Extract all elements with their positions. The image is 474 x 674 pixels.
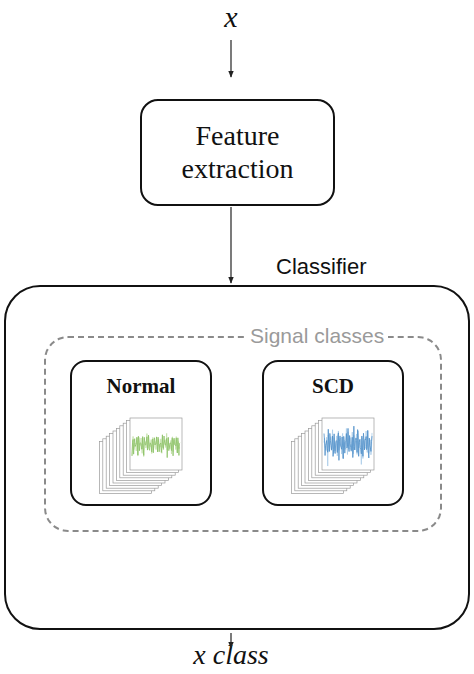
class-box: SCD	[262, 360, 404, 506]
signal-trace	[324, 426, 372, 460]
signal-frame	[99, 441, 151, 493]
signal-frame	[315, 423, 367, 475]
class-box: Normal	[70, 360, 212, 506]
signal-frame	[312, 426, 364, 478]
signal-frame	[120, 426, 172, 478]
output-label: x class	[0, 639, 462, 671]
signal-frame	[305, 431, 357, 483]
group-label: Signal classes	[246, 324, 388, 348]
signal-frame	[308, 428, 360, 480]
signal-frame	[103, 439, 155, 491]
signal-frame	[319, 421, 371, 473]
signal-frame	[295, 439, 347, 491]
signal-stack	[99, 418, 182, 493]
signal-frame	[110, 434, 162, 486]
signal-trace	[132, 435, 180, 458]
process-box: Feature extraction	[140, 99, 335, 206]
signal-frame	[106, 436, 158, 488]
signal-frame	[322, 418, 374, 470]
classifier-label: Classifier	[276, 254, 366, 279]
classifier-box: NormalSCDSignal classesClassifier	[4, 285, 470, 630]
flow-arrow	[230, 207, 231, 283]
signal-frame	[298, 436, 350, 488]
process-label: Feature extraction	[142, 120, 333, 184]
signal-trace	[132, 433, 180, 456]
output-arrow	[230, 633, 231, 648]
signal-frame	[113, 431, 165, 483]
signal-trace	[324, 428, 372, 466]
class-label: SCD	[264, 374, 402, 398]
signal-frame	[116, 428, 168, 480]
input-symbol: x	[0, 0, 462, 34]
input-arrow	[230, 40, 231, 77]
signal-frame	[123, 423, 175, 475]
signal-frame	[302, 434, 354, 486]
signal-frame	[127, 421, 179, 473]
signal-frame	[130, 418, 182, 470]
signal-frame	[291, 441, 343, 493]
signal-stack	[291, 418, 374, 493]
group-box: NormalSCDSignal classes	[44, 336, 442, 532]
class-label: Normal	[72, 374, 210, 398]
